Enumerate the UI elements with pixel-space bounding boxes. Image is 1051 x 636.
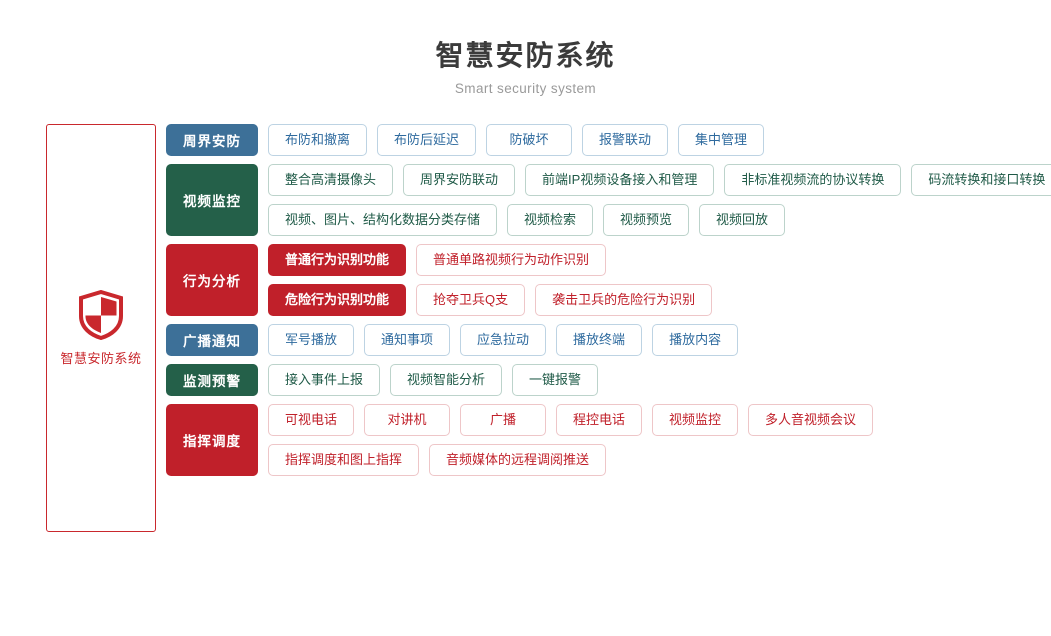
feature-chip[interactable]: 布防后延迟 (377, 124, 477, 156)
category-items: 可视电话对讲机广播程控电话视频监控多人音视频会议指挥调度和图上指挥音频媒体的远程… (268, 404, 1051, 476)
feature-chip[interactable]: 视频、图片、结构化数据分类存储 (268, 204, 498, 236)
chip-line: 布防和撤离布防后延迟防破坏报警联动集中管理 (268, 124, 1051, 156)
feature-chip[interactable]: 防破坏 (486, 124, 573, 156)
feature-group-tag[interactable]: 危险行为识别功能 (268, 284, 407, 316)
feature-chip[interactable]: 可视电话 (268, 404, 355, 436)
category-row: 周界安防布防和撤离布防后延迟防破坏报警联动集中管理 (166, 124, 1051, 156)
category-row: 监测预警接入事件上报视频智能分析一键报警 (166, 364, 1051, 396)
feature-chip[interactable]: 视频智能分析 (390, 364, 503, 396)
category-row: 视频监控整合高清摄像头周界安防联动前端IP视频设备接入和管理非标准视频流的协议转… (166, 164, 1051, 236)
chip-line: 指挥调度和图上指挥音频媒体的远程调阅推送 (268, 444, 1051, 476)
brand-label: 智慧安防系统 (60, 350, 142, 366)
architecture-board: 智慧安防系统 周界安防布防和撤离布防后延迟防破坏报警联动集中管理视频监控整合高清… (0, 124, 1051, 532)
feature-chip[interactable]: 视频预览 (603, 204, 690, 236)
chip-line: 普通行为识别功能普通单路视频行为动作识别 (268, 244, 1051, 276)
feature-chip[interactable]: 指挥调度和图上指挥 (268, 444, 420, 476)
feature-chip[interactable]: 非标准视频流的协议转换 (724, 164, 902, 196)
feature-chip[interactable]: 军号播放 (268, 324, 355, 356)
category-label[interactable]: 指挥调度 (166, 404, 258, 476)
feature-chip[interactable]: 普通单路视频行为动作识别 (416, 244, 607, 276)
feature-chip[interactable]: 多人音视频会议 (748, 404, 874, 436)
category-items: 接入事件上报视频智能分析一键报警 (268, 364, 1051, 396)
category-label[interactable]: 监测预警 (166, 364, 258, 396)
category-items: 普通行为识别功能普通单路视频行为动作识别危险行为识别功能抢夺卫兵Q支袭击卫兵的危… (268, 244, 1051, 316)
chip-line: 军号播放通知事项应急拉动播放终端播放内容 (268, 324, 1051, 356)
feature-chip[interactable]: 音频媒体的远程调阅推送 (429, 444, 607, 476)
feature-chip[interactable]: 码流转换和接口转换 (911, 164, 1051, 196)
feature-chip[interactable]: 视频检索 (507, 204, 594, 236)
feature-chip[interactable]: 前端IP视频设备接入和管理 (525, 164, 715, 196)
feature-chip[interactable]: 通知事项 (364, 324, 451, 356)
category-label[interactable]: 广播通知 (166, 324, 258, 356)
feature-chip[interactable]: 一键报警 (512, 364, 599, 396)
category-label[interactable]: 行为分析 (166, 244, 258, 316)
category-items: 布防和撤离布防后延迟防破坏报警联动集中管理 (268, 124, 1051, 156)
feature-chip[interactable]: 播放内容 (652, 324, 739, 356)
category-row: 指挥调度可视电话对讲机广播程控电话视频监控多人音视频会议指挥调度和图上指挥音频媒… (166, 404, 1051, 476)
feature-chip[interactable]: 抢夺卫兵Q支 (416, 284, 526, 316)
feature-chip[interactable]: 集中管理 (678, 124, 765, 156)
feature-chip[interactable]: 应急拉动 (460, 324, 547, 356)
page-subtitle: Smart security system (454, 81, 597, 96)
brand-panel: 智慧安防系统 (46, 124, 156, 532)
page-title: 智慧安防系统 (435, 40, 616, 71)
category-label[interactable]: 周界安防 (166, 124, 258, 156)
category-rows: 周界安防布防和撤离布防后延迟防破坏报警联动集中管理视频监控整合高清摄像头周界安防… (166, 124, 1051, 484)
feature-chip[interactable]: 程控电话 (556, 404, 643, 436)
feature-chip[interactable]: 对讲机 (364, 404, 451, 436)
feature-chip[interactable]: 视频回放 (699, 204, 786, 236)
feature-chip[interactable]: 广播 (460, 404, 547, 436)
chip-line: 可视电话对讲机广播程控电话视频监控多人音视频会议 (268, 404, 1051, 436)
chip-line: 整合高清摄像头周界安防联动前端IP视频设备接入和管理非标准视频流的协议转换码流转… (268, 164, 1051, 196)
chip-line: 危险行为识别功能抢夺卫兵Q支袭击卫兵的危险行为识别 (268, 284, 1051, 316)
feature-chip[interactable]: 播放终端 (556, 324, 643, 356)
feature-chip[interactable]: 接入事件上报 (268, 364, 381, 396)
chip-line: 接入事件上报视频智能分析一键报警 (268, 364, 1051, 396)
feature-chip[interactable]: 报警联动 (582, 124, 669, 156)
feature-chip[interactable]: 视频监控 (652, 404, 739, 436)
feature-chip[interactable]: 袭击卫兵的危险行为识别 (535, 284, 713, 316)
category-items: 整合高清摄像头周界安防联动前端IP视频设备接入和管理非标准视频流的协议转换码流转… (268, 164, 1051, 236)
feature-chip[interactable]: 布防和撤离 (268, 124, 368, 156)
category-items: 军号播放通知事项应急拉动播放终端播放内容 (268, 324, 1051, 356)
category-row: 广播通知军号播放通知事项应急拉动播放终端播放内容 (166, 324, 1051, 356)
page-header: 智慧安防系统 Smart security system (0, 0, 1051, 96)
shield-icon (78, 289, 124, 340)
feature-group-tag[interactable]: 普通行为识别功能 (268, 244, 407, 276)
category-row: 行为分析普通行为识别功能普通单路视频行为动作识别危险行为识别功能抢夺卫兵Q支袭击… (166, 244, 1051, 316)
chip-line: 视频、图片、结构化数据分类存储视频检索视频预览视频回放 (268, 204, 1051, 236)
feature-chip[interactable]: 周界安防联动 (403, 164, 516, 196)
feature-chip[interactable]: 整合高清摄像头 (268, 164, 394, 196)
category-label[interactable]: 视频监控 (166, 164, 258, 236)
